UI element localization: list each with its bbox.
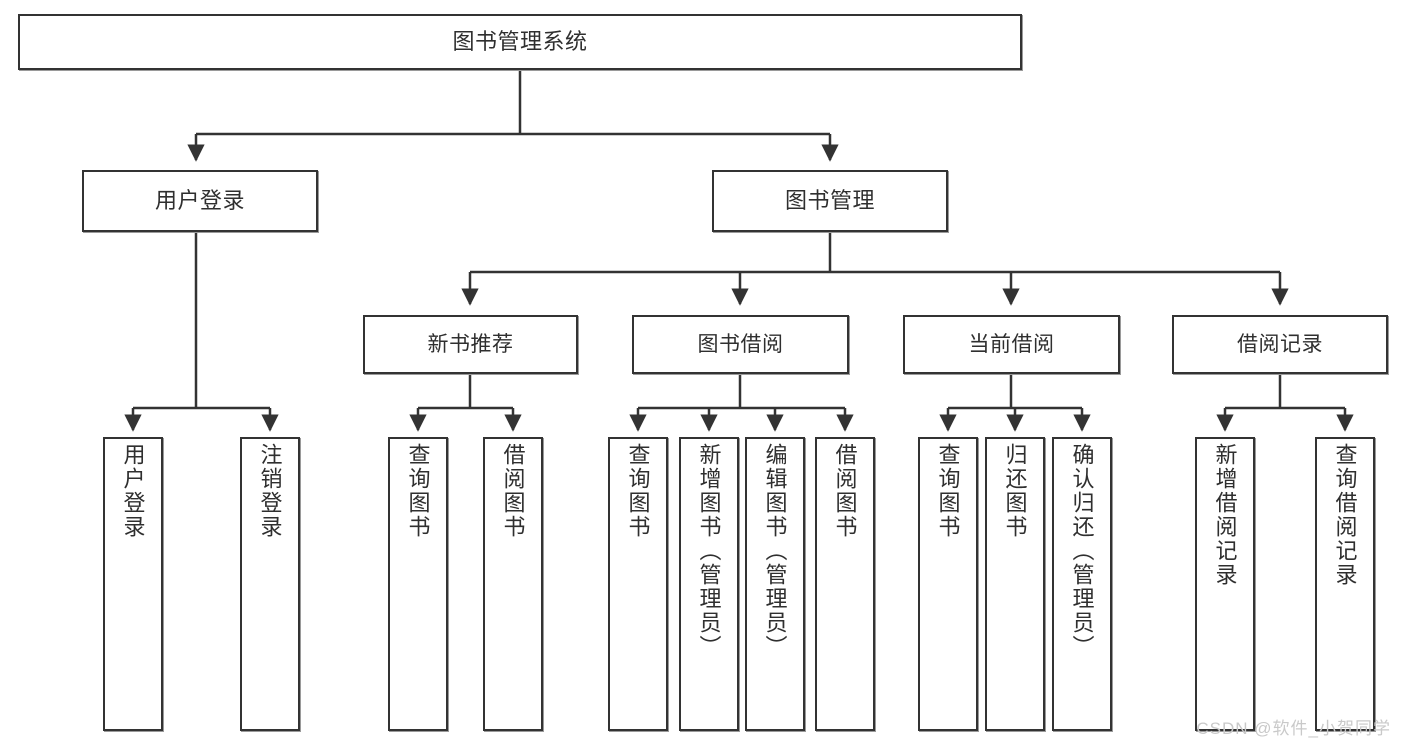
node-new-book-recommend[interactable]: 新书推荐 xyxy=(363,315,578,374)
node-leaf-query-book-2[interactable]: 查询图书 xyxy=(608,437,668,731)
node-leaf-query-book-1[interactable]: 查询图书 xyxy=(388,437,448,731)
node-leaf-query-book-3[interactable]: 查询图书 xyxy=(918,437,978,731)
node-leaf-query-book-3-label: 查询图书 xyxy=(935,443,961,539)
node-borrow-record[interactable]: 借阅记录 xyxy=(1172,315,1388,374)
node-leaf-add-record[interactable]: 新增借阅记录 xyxy=(1195,437,1255,731)
node-leaf-edit-book-label: 编辑图书（管理员） xyxy=(762,443,788,659)
node-root[interactable]: 图书管理系统 xyxy=(18,14,1022,70)
node-leaf-logout-login-label: 注销登录 xyxy=(257,443,283,539)
node-leaf-user-login-label: 用户登录 xyxy=(120,443,146,539)
node-leaf-add-book[interactable]: 新增图书（管理员） xyxy=(679,437,739,731)
node-leaf-add-record-label: 新增借阅记录 xyxy=(1212,443,1238,587)
node-leaf-user-login[interactable]: 用户登录 xyxy=(103,437,163,731)
node-user-login-label: 用户登录 xyxy=(154,187,245,213)
node-new-book-recommend-label: 新书推荐 xyxy=(427,332,514,356)
node-book-manage-label: 图书管理 xyxy=(784,187,875,213)
node-user-login[interactable]: 用户登录 xyxy=(82,170,318,232)
node-leaf-return-book[interactable]: 归还图书 xyxy=(985,437,1045,731)
node-leaf-query-record[interactable]: 查询借阅记录 xyxy=(1315,437,1375,731)
node-borrow-record-label: 借阅记录 xyxy=(1237,332,1323,356)
node-leaf-edit-book[interactable]: 编辑图书（管理员） xyxy=(745,437,805,731)
node-leaf-borrow-book-2-label: 借阅图书 xyxy=(832,443,858,539)
node-leaf-confirm-return[interactable]: 确认归还（管理员） xyxy=(1052,437,1112,731)
node-leaf-query-book-2-label: 查询图书 xyxy=(625,443,651,539)
node-leaf-query-record-label: 查询借阅记录 xyxy=(1332,443,1358,587)
node-leaf-borrow-book-1[interactable]: 借阅图书 xyxy=(483,437,543,731)
node-leaf-return-book-label: 归还图书 xyxy=(1002,443,1028,539)
node-book-manage[interactable]: 图书管理 xyxy=(712,170,948,232)
node-root-label: 图书管理系统 xyxy=(452,28,588,54)
node-book-borrow-label: 图书借阅 xyxy=(697,332,784,356)
node-leaf-confirm-return-label: 确认归还（管理员） xyxy=(1069,443,1095,659)
node-leaf-query-book-1-label: 查询图书 xyxy=(405,443,431,539)
node-book-borrow[interactable]: 图书借阅 xyxy=(632,315,849,374)
node-leaf-borrow-book-1-label: 借阅图书 xyxy=(500,443,526,539)
node-leaf-logout-login[interactable]: 注销登录 xyxy=(240,437,300,731)
node-leaf-borrow-book-2[interactable]: 借阅图书 xyxy=(815,437,875,731)
node-current-borrow-label: 当前借阅 xyxy=(968,332,1055,356)
node-leaf-add-book-label: 新增图书（管理员） xyxy=(696,443,722,659)
node-current-borrow[interactable]: 当前借阅 xyxy=(903,315,1120,374)
watermark-text: CSDN @软件_小贺同学 xyxy=(1196,719,1391,738)
